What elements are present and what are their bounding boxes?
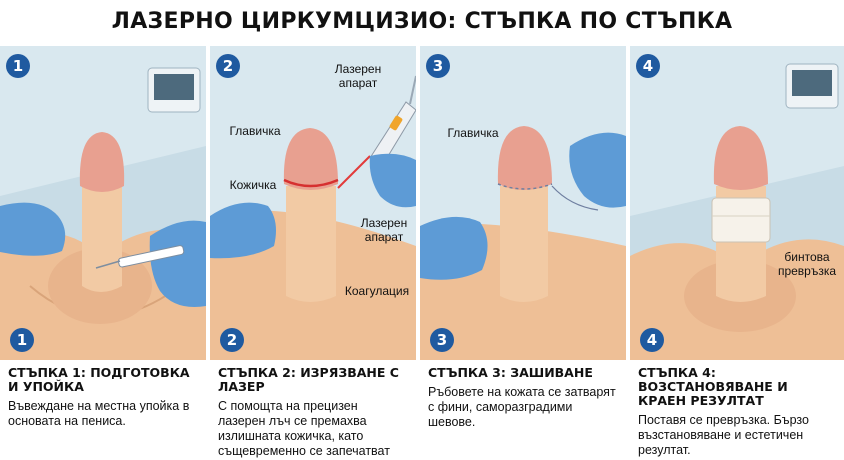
step-4-title: СТЪПКА 4: ВОЗСТАНОВЯВАНЕ И КРАЕН РЕЗУЛТА… [638,365,788,408]
step-2-illustration [210,46,416,360]
step-4-illustration [630,46,844,360]
step-3-title: СТЪПКА 3: ЗАШИВАНЕ [428,365,593,380]
step-1-badge-bottom: 1 [10,328,34,352]
step-4-badge-top: 4 [636,54,660,78]
step-panel-1: 1 1 СТЪПКА 1: ПОДГОТОВКА И УПОЙКА Въвежд… [0,46,206,460]
label-laser-device-top: Лазерен апарат [334,62,382,90]
label-foreskin: Кожичка [229,178,277,192]
label-coagulation: Коагулация [344,284,410,298]
page-title: ЛАЗЕРНО ЦИРКУМЦИЗИО: СТЪПКА ПО СТЪПКА [111,9,733,34]
step-1-description: Въвеждане на местна упойка в основата на… [8,399,190,428]
step-1-illustration [0,46,206,360]
step-3-badge-bottom: 3 [430,328,454,352]
step-panel-3: 3 3 Главичка СТЪПКА 3: ЗАШИВАНЕ Ръбовете… [420,46,626,460]
label-glans-step-3: Главичка [447,126,499,140]
label-glans: Главичка [229,124,281,138]
label-bandage: бинтова превръзка [777,250,837,278]
step-4-description: Поставя се превръзка. Бързо възстановява… [638,413,809,457]
step-3-caption: СТЪПКА 3: ЗАШИВАНЕ Ръбовете на кожата се… [420,360,626,460]
label-laser-device-mid: Лазерен апарат [360,216,408,244]
step-3-illustration [420,46,626,360]
step-2-caption: СТЪПКА 2: ИЗРЯЗВАНЕ С ЛАЗЕР С помощта на… [210,360,416,460]
step-panel-4: 4 4 бинтова превръзка СТЪПКА 4: ВОЗСТАНО… [630,46,844,460]
step-2-badge-top: 2 [216,54,240,78]
step-4-caption: СТЪПКА 4: ВОЗСТАНОВЯВАНЕ И КРАЕН РЕЗУЛТА… [630,360,844,460]
step-1-title: СТЪПКА 1: ПОДГОТОВКА И УПОЙКА [8,365,190,394]
step-4-badge-bottom: 4 [640,328,664,352]
step-1-badge-top: 1 [6,54,30,78]
step-2-title: СТЪПКА 2: ИЗРЯЗВАНЕ С ЛАЗЕР [218,365,399,394]
step-panel-2: 2 2 Лазерен апарат Главичка Кожичка Лазе… [210,46,416,460]
step-3-description: Ръбовете на кожата се затварят с фини, с… [428,385,616,429]
step-2-badge-bottom: 2 [220,328,244,352]
step-1-caption: СТЪПКА 1: ПОДГОТОВКА И УПОЙКА Въвеждане … [0,360,206,460]
step-2-description: С помощта на прецизен лазерен лъч се пре… [218,399,390,460]
step-3-badge-top: 3 [426,54,450,78]
